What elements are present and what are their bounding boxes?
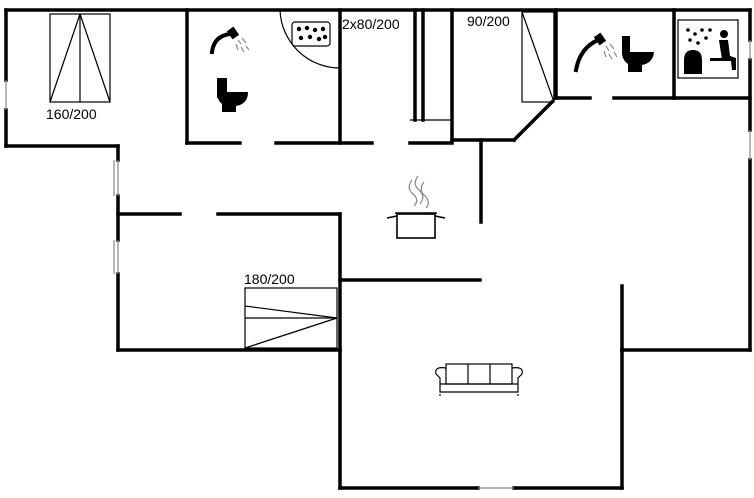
toilet-icon <box>217 78 248 112</box>
bed-icon <box>49 13 111 103</box>
walls <box>4 8 752 490</box>
shower-icon <box>573 32 618 73</box>
shower-icon <box>209 26 250 55</box>
sauna-icon <box>677 19 739 79</box>
bed-size-label: 160/200 <box>46 106 97 122</box>
bed-icon <box>244 287 338 349</box>
bed-size-label: 2x80/200 <box>342 16 400 32</box>
bed-size-label: 90/200 <box>467 13 510 29</box>
windows <box>5 40 751 489</box>
wardrobe <box>410 8 452 122</box>
bed-size-label: 180/200 <box>244 271 295 287</box>
cooking-pot-icon <box>386 175 446 239</box>
toilet-icon <box>622 36 654 72</box>
bed-icon <box>521 11 555 103</box>
whirlpool-icon <box>279 9 341 69</box>
sofa-icon <box>435 363 523 396</box>
